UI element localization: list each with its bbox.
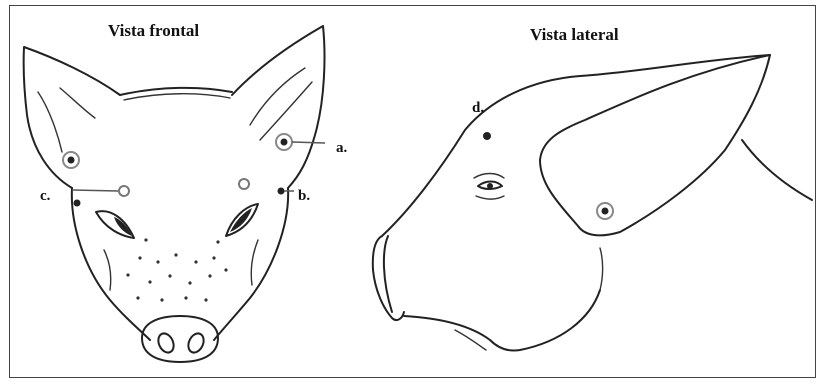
lateral-chin-wrinkle <box>455 330 486 350</box>
label-b: b. <box>298 188 310 204</box>
right-nostril <box>185 331 206 355</box>
frontal-view: Vista frontal <box>24 21 348 362</box>
lateral-ear <box>540 55 770 235</box>
frontal-view-title: Vista frontal <box>108 21 199 40</box>
lateral-ear-marker-dot <box>602 208 609 215</box>
marker-a-dot <box>281 139 288 146</box>
marker-c-leader <box>72 190 118 191</box>
label-c: c. <box>40 188 51 204</box>
lateral-brow <box>474 174 504 179</box>
marker-c-ring <box>119 186 129 196</box>
left-cheek-wrinkle <box>104 250 111 290</box>
right-ear-fold-1 <box>250 68 305 125</box>
snout-stipple <box>126 238 227 301</box>
frontal-snout <box>142 316 218 362</box>
label-a: a. <box>336 140 348 156</box>
lateral-jaw-wrinkle <box>600 248 603 290</box>
lateral-snout-disc <box>384 236 392 312</box>
lateral-view: Vista lateral d. <box>373 25 812 351</box>
left-ear-fold-2 <box>60 88 95 118</box>
right-ear-fold-2 <box>260 82 312 140</box>
left-nostril <box>155 331 176 355</box>
left-ear-fold-1 <box>38 92 62 152</box>
left-side-black-dot <box>74 200 81 207</box>
marker-d-dot <box>483 132 491 140</box>
label-d: d. <box>472 100 484 116</box>
lateral-eye-pupil <box>487 183 493 189</box>
lateral-snout <box>373 236 404 320</box>
forehead-line-inner <box>124 94 230 100</box>
lateral-view-title: Vista lateral <box>530 25 619 44</box>
lateral-under-eye <box>476 196 504 199</box>
lateral-head-outline <box>382 55 770 236</box>
marker-b-dot <box>278 188 285 195</box>
left-ear-marker-dot <box>68 157 75 164</box>
right-cheek-wrinkle <box>251 240 258 285</box>
lateral-jaw <box>404 290 600 351</box>
frontal-right-ear <box>232 26 324 188</box>
marker-a-leader <box>292 142 325 143</box>
lateral-neck <box>742 140 812 200</box>
right-forehead-ring <box>239 179 249 189</box>
